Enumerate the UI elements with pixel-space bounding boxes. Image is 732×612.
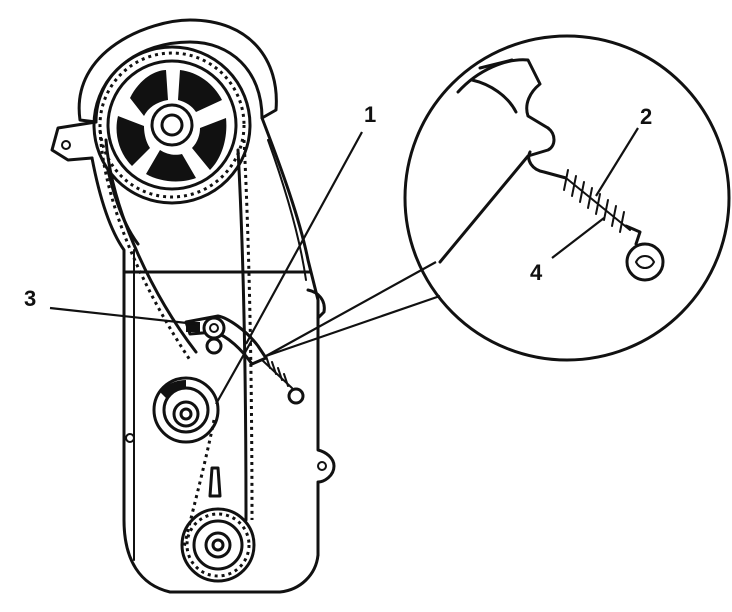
callout-1: 1 [364, 102, 376, 127]
leader-1 [245, 131, 363, 345]
callout-2: 2 [640, 104, 652, 129]
detail-magnifier [265, 34, 731, 362]
callout-3: 3 [24, 286, 36, 311]
tensioner-pulley [152, 376, 220, 444]
tensioner-bracket [184, 314, 268, 366]
crankshaft-pulley [180, 466, 256, 583]
timing-cover [50, 18, 336, 594]
callout-4: 4 [530, 260, 543, 285]
camshaft-pulley [92, 45, 252, 205]
leader-lines [49, 127, 639, 405]
timing-belt [98, 129, 254, 549]
leader-3 [49, 306, 197, 326]
leader-1b [215, 339, 253, 405]
leader-4 [551, 217, 605, 259]
detail-spring-coils [563, 169, 631, 233]
leader-2 [595, 127, 639, 197]
tensioner-spring-main [261, 355, 305, 405]
